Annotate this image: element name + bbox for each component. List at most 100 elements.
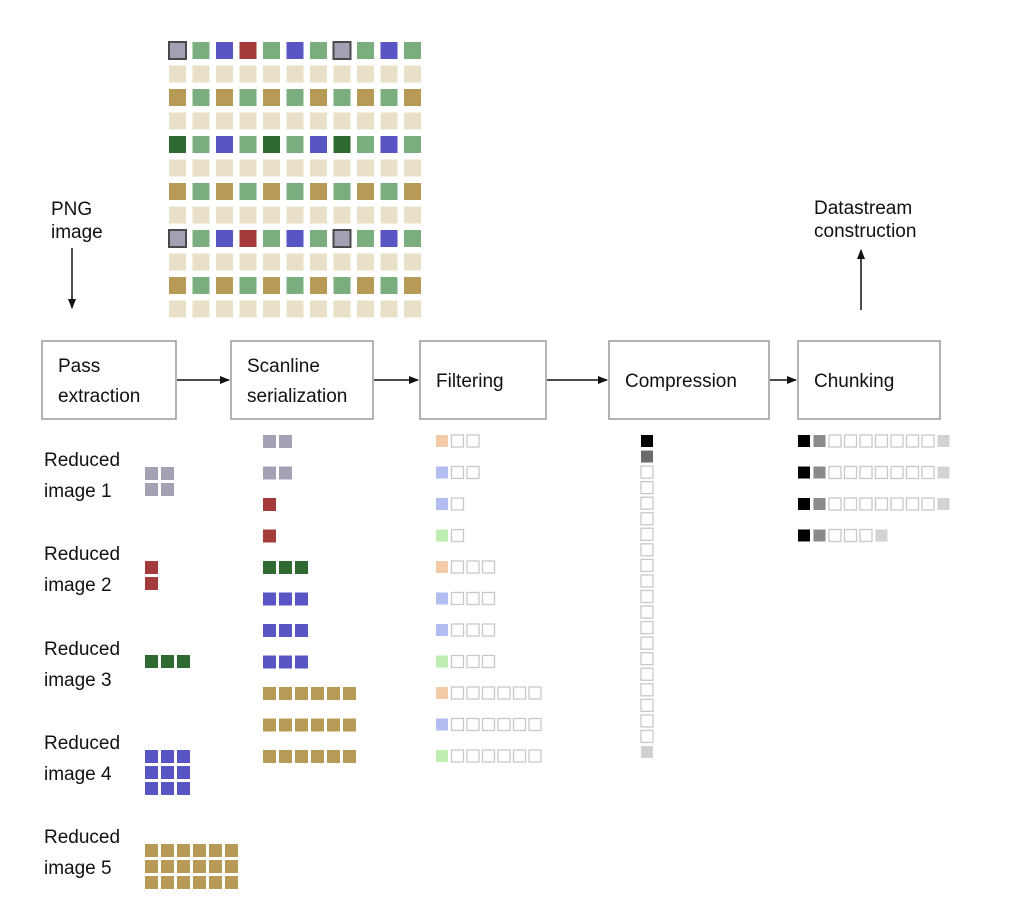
data-byte-cell — [450, 434, 465, 448]
gold-pixel — [343, 687, 356, 700]
beige-pixel — [286, 65, 304, 83]
gold-pixel — [216, 277, 233, 294]
reduced-image-5-pixels — [145, 844, 238, 889]
gold-pixel — [169, 277, 186, 294]
beige-pixel — [404, 159, 421, 177]
stage-label-line1: Filtering — [436, 371, 504, 392]
gold-pixel — [161, 844, 174, 857]
red-pixel — [145, 561, 158, 574]
data-byte-cell — [828, 465, 842, 480]
chunk — [798, 528, 888, 543]
reduced-image-1-pixels — [145, 467, 174, 496]
green-pixel — [404, 230, 421, 247]
datastream-label-line2: construction — [814, 221, 916, 242]
data-byte-cell — [450, 717, 465, 732]
filter-type-byte — [436, 561, 448, 573]
green-pixel — [239, 183, 257, 200]
crc-cell — [937, 498, 950, 510]
data-byte-cell — [640, 605, 654, 619]
beige-pixel — [357, 112, 374, 130]
datastream-chunks — [798, 434, 950, 543]
gold-pixel — [169, 183, 186, 200]
data-byte-cell — [905, 465, 920, 480]
stage-label-line1: Pass — [58, 356, 100, 377]
green-pixel — [310, 230, 327, 247]
stage-label-line2: serialization — [247, 386, 347, 407]
reduced-image-4-label-line2: image 4 — [44, 764, 112, 785]
png-image-label-line1: PNG — [51, 199, 92, 220]
data-byte-cell — [450, 686, 465, 700]
data-byte-cell — [466, 717, 480, 732]
blue-pixel — [145, 750, 158, 763]
gold-pixel — [295, 750, 308, 763]
data-byte-cell — [859, 497, 873, 511]
data-byte-cell — [843, 497, 858, 511]
beige-pixel — [333, 300, 351, 318]
green-pixel — [239, 277, 257, 294]
blue-pixel — [279, 655, 292, 669]
gray-pixel — [168, 229, 187, 248]
gold-pixel — [209, 876, 222, 889]
beige-pixel — [380, 65, 398, 83]
data-byte-cell — [640, 512, 654, 526]
filter-type-byte — [436, 750, 448, 762]
stage-box — [608, 340, 770, 420]
gold-pixel — [311, 750, 324, 763]
data-byte-cell — [528, 717, 542, 732]
data-byte-cell — [640, 480, 654, 495]
gray-pixel — [279, 466, 292, 480]
beige-pixel — [192, 253, 210, 271]
beige-pixel — [310, 65, 327, 83]
data-byte-cell — [497, 749, 511, 763]
filtered-row — [436, 623, 496, 637]
data-byte-cell — [481, 654, 496, 669]
beige-pixel — [286, 206, 304, 224]
gold-pixel — [279, 718, 292, 732]
data-byte-cell — [890, 497, 904, 511]
green-pixel — [380, 277, 398, 294]
data-byte-cell — [466, 686, 480, 700]
beige-pixel — [192, 112, 210, 130]
data-byte-cell — [481, 749, 496, 763]
gray-pixel — [279, 435, 292, 448]
gold-pixel — [327, 718, 340, 732]
blue-pixel — [161, 782, 174, 795]
beige-pixel — [357, 253, 374, 271]
data-byte-cell — [921, 434, 935, 448]
blue-pixel — [216, 42, 233, 59]
gold-pixel — [161, 860, 174, 873]
beige-pixel — [333, 159, 351, 177]
beige-pixel — [357, 159, 374, 177]
blue-pixel — [295, 592, 308, 606]
green-pixel — [192, 230, 210, 247]
stage-box — [230, 340, 374, 420]
data-byte-cell — [921, 497, 935, 511]
beige-pixel — [239, 206, 257, 224]
blue-pixel — [286, 230, 304, 247]
stage-label-line2: extraction — [58, 386, 140, 407]
reduced-image-1-label-line2: image 1 — [44, 481, 112, 502]
chunk-type-cell — [813, 498, 826, 510]
beige-pixel — [263, 112, 280, 130]
data-byte-cell — [466, 465, 480, 480]
reduced-image-3-pixels — [145, 655, 190, 668]
red-pixel — [263, 529, 276, 543]
blue-pixel — [177, 766, 190, 779]
scanline-row — [263, 561, 308, 574]
gray-pixel — [145, 467, 158, 480]
gold-pixel — [310, 183, 327, 200]
green-pixel — [380, 89, 398, 106]
data-byte-cell — [512, 717, 527, 732]
dark-green-pixel — [169, 136, 186, 153]
png-image-label: PNG image — [51, 199, 103, 243]
gold-pixel — [343, 750, 356, 763]
beige-pixel — [239, 300, 257, 318]
beige-pixel — [263, 206, 280, 224]
data-byte-cell — [466, 434, 480, 448]
beige-pixel — [263, 65, 280, 83]
blue-pixel — [263, 624, 276, 637]
blue-pixel — [161, 750, 174, 763]
reduced-image-5-label-line2: image 5 — [44, 858, 112, 879]
filtered-row — [436, 591, 496, 606]
chunk-length-cell — [798, 529, 810, 542]
